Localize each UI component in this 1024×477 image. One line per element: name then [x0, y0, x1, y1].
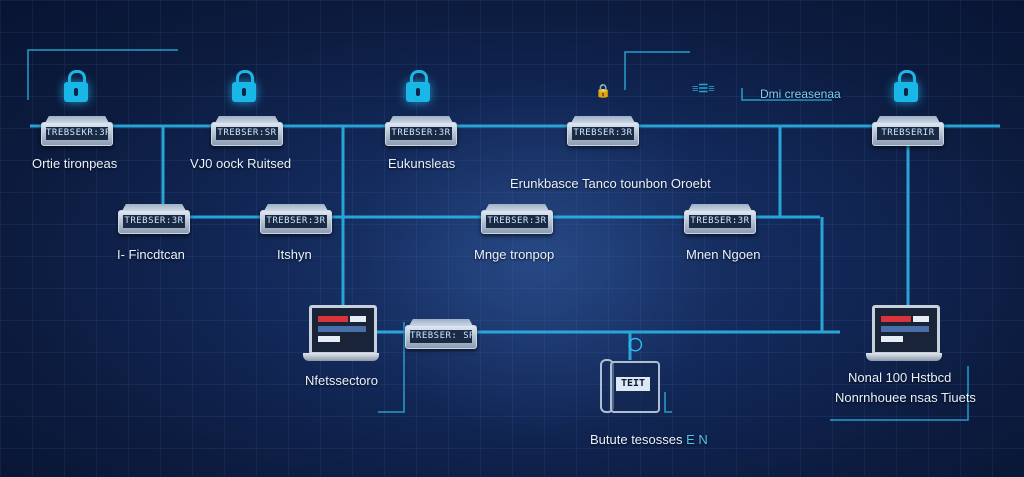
- lock-icon: [406, 70, 430, 102]
- small-lock-icon: 🔒: [595, 83, 612, 98]
- laptop-right[interactable]: [866, 305, 942, 361]
- network-switch-7[interactable]: TREBSER:3R: [260, 204, 332, 234]
- corner-bracket-tl: [27, 49, 178, 100]
- network-switch-4[interactable]: TREBSER:3R: [567, 116, 639, 146]
- lock-icon: [64, 70, 88, 102]
- network-switch-9[interactable]: TREBSER:3R: [684, 204, 756, 234]
- lock-icon: [232, 70, 256, 102]
- switch-label: TREBSER: SR: [410, 330, 472, 343]
- node-caption: Erunkbasce Tanco tounbon Oroebt: [510, 176, 711, 191]
- network-switch-6[interactable]: TREBSER:3R: [118, 204, 190, 234]
- node-caption: Eukunsleas: [388, 156, 456, 171]
- node-caption: Nonrnhouee nsas Tiuets: [835, 390, 976, 405]
- lock-icon: [894, 70, 918, 102]
- switch-label: TREBSER:3R: [572, 127, 634, 140]
- network-switch-10[interactable]: TREBSER: SR: [405, 319, 477, 349]
- bracket-left-bottom: [378, 322, 405, 413]
- node-caption: Itshyn: [277, 247, 312, 262]
- legend-underline: [741, 88, 832, 101]
- switch-label: TREBSER:3R: [689, 215, 751, 228]
- switch-label: TREBSEKR:3R: [46, 127, 108, 140]
- phone-caption-text: Butute tesosses: [590, 432, 683, 447]
- ip-phone[interactable]: TEIT: [600, 355, 662, 415]
- node-caption: Mnge tronpop: [474, 247, 555, 262]
- network-switch-2[interactable]: TREBSER:SR: [211, 116, 283, 146]
- laptop-base: [303, 353, 379, 361]
- laptop-screen: [309, 305, 377, 355]
- switch-label: TREBSERIR: [877, 127, 939, 140]
- node-caption: Nonal 100 Hstbcd: [848, 370, 952, 385]
- phone-screen: TEIT: [616, 377, 650, 391]
- switch-label: TREBSER:3R: [486, 215, 548, 228]
- network-switch-3[interactable]: TREBSER:3R: [385, 116, 457, 146]
- network-switch-5[interactable]: TREBSERIR: [872, 116, 944, 146]
- phone-marker-icon: ◯: [628, 336, 643, 351]
- node-caption: VJ0 oock Ruitsed: [190, 156, 292, 171]
- phone-bracket: [664, 392, 672, 413]
- switch-label: TREBSER:SR: [216, 127, 278, 140]
- switch-label: TREBSER:3R: [390, 127, 452, 140]
- phone-caption-suffix: E N: [686, 432, 708, 447]
- node-caption: Nfetssectoro: [305, 373, 378, 388]
- laptop-base: [866, 353, 942, 361]
- legend-label: Dmi creasenaa: [760, 87, 841, 101]
- network-switch-8[interactable]: TREBSER:3R: [481, 204, 553, 234]
- node-caption: Butute tesosses E N: [590, 432, 708, 447]
- node-caption: I- Fincdtcan: [117, 247, 185, 262]
- switch-label: TREBSER:3R: [123, 215, 185, 228]
- switch-label: TREBSER:3R: [265, 215, 327, 228]
- network-switch-1[interactable]: TREBSEKR:3R: [41, 116, 113, 146]
- node-caption: Mnen Ngoen: [686, 247, 761, 262]
- node-caption: Ortie tironpeas: [32, 156, 118, 171]
- laptop-screen: [872, 305, 940, 355]
- bracket-right-bottom: [830, 366, 969, 421]
- legend-glyphs: ≡☰≡: [692, 83, 715, 95]
- laptop-left[interactable]: [303, 305, 379, 361]
- bracket-top-center: [624, 51, 690, 90]
